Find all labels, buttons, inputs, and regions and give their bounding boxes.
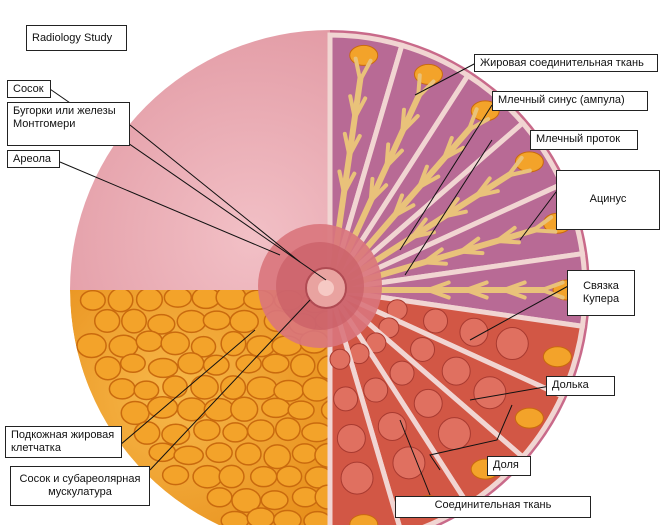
title-label: Radiology Study — [26, 25, 127, 51]
label-milk-sinus: Млечный синус (ампула) — [492, 91, 648, 111]
label-lobe: Доля — [487, 456, 531, 476]
label-nipple-muscles: Сосок и субареолярная мускулатура — [10, 466, 150, 506]
label-subcutaneous-fat: Подкожная жировая клетчатка — [5, 426, 122, 458]
label-montgomery: Бугорки или железы Монтгомери — [7, 102, 130, 146]
label-fatty-tissue: Жировая соединительная ткань — [474, 54, 658, 72]
label-cooper: Связка Купера — [567, 270, 635, 316]
label-connective: Соединительная ткань — [395, 496, 591, 518]
label-milk-duct: Млечный проток — [530, 130, 638, 150]
label-nipple: Сосок — [7, 80, 51, 98]
skin-region — [70, 30, 330, 290]
label-acinus: Ацинус — [556, 170, 660, 230]
label-lobule: Долька — [546, 376, 615, 396]
label-areola: Ареола — [7, 150, 60, 168]
